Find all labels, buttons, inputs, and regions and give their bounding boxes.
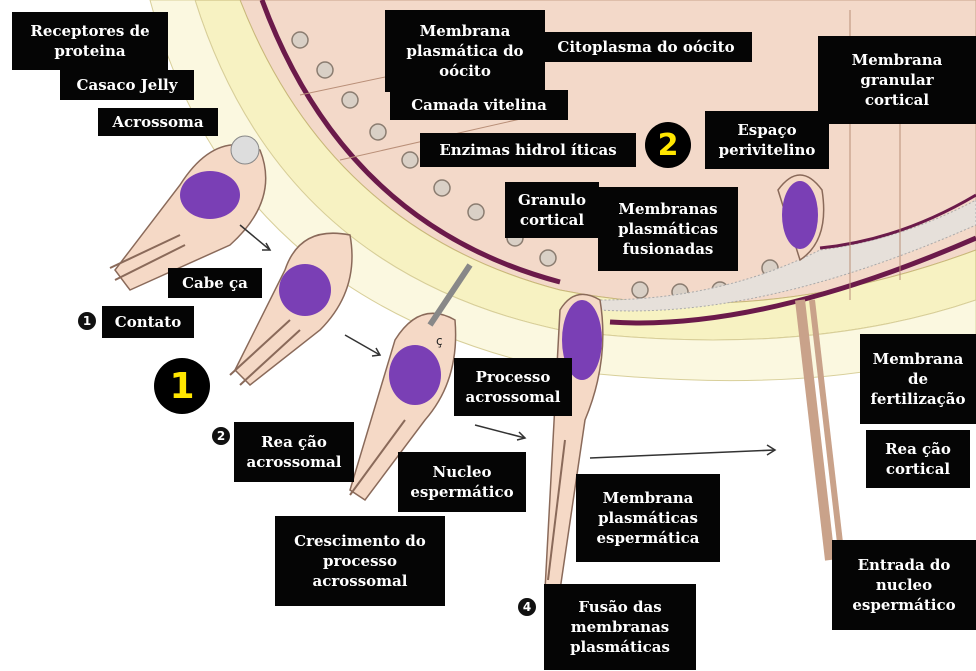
label-membrana-fertilizacao: Membrana de fertilização — [860, 334, 976, 424]
label-granulo-cortical: Granulo cortical — [505, 182, 599, 238]
label-reacao-cortical: Rea ção cortical — [866, 430, 970, 488]
label-crescimento: Crescimento do processo acrossomal — [275, 516, 445, 606]
label-contato: Contato — [102, 306, 194, 338]
step-2-marker: 2 — [212, 427, 230, 445]
label-citoplasma: Citoplasma do oócito — [540, 32, 752, 62]
label-cabeca: Cabe ça — [168, 268, 262, 298]
label-receptores: Receptores de proteina — [12, 12, 168, 70]
step-4-marker: 4 — [518, 598, 536, 616]
label-membrana-espermatica: Membrana plasmáticas espermática — [576, 474, 720, 562]
label-espaco-perivitelino: Espaço perivitelino — [705, 111, 829, 169]
label-membrana-oocito: Membrana plasmática do oócito — [385, 10, 545, 92]
label-camada-vitelina: Camada vitelina — [390, 90, 568, 120]
label-fusao-membranas: Fusão das membranas plasmáticas — [544, 584, 696, 670]
label-membranas-fusionadas: Membranas plasmáticas fusionadas — [598, 187, 738, 271]
label-entrada-nucleo: Entrada do nucleo espermático — [832, 540, 976, 630]
small-char: ç — [436, 334, 443, 348]
label-casaco-jelly: Casaco Jelly — [60, 70, 194, 100]
label-acrossoma: Acrossoma — [98, 108, 218, 136]
stage-2-marker: 2 — [645, 122, 691, 168]
label-reacao-acrossomal: Rea ção acrossomal — [234, 422, 354, 482]
label-nucleo-espermatico: Nucleo espermático — [398, 452, 526, 512]
sperm-1 — [110, 136, 266, 290]
label-membrana-granular: Membrana granular cortical — [818, 36, 976, 124]
label-processo-acrossomal: Processo acrossomal — [454, 358, 572, 416]
sperm-2 — [230, 233, 352, 385]
stage-1-marker: 1 — [154, 358, 210, 414]
label-enzimas: Enzimas hidrol íticas — [420, 133, 636, 167]
step-1-marker: 1 — [78, 312, 96, 330]
